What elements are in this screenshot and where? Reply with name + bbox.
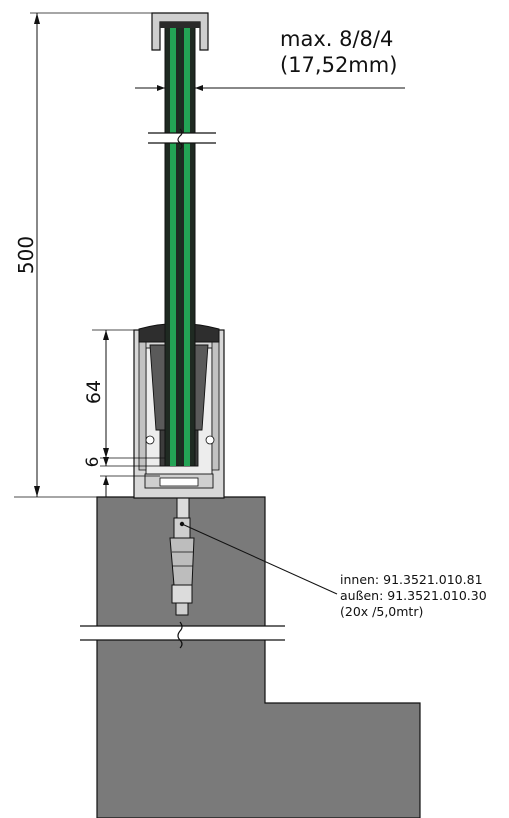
anchor-part-inner: innen: 91.3521.010.81 — [340, 572, 483, 587]
glass-thickness-line1: max. 8/8/4 — [280, 27, 394, 51]
anchor-part-outer: außen: 91.3521.010.30 — [340, 588, 487, 603]
profile-height-label: 64 — [83, 380, 105, 404]
anchor-part-label: innen: 91.3521.010.81 außen: 91.3521.010… — [340, 572, 487, 620]
anchor-leader-line — [179, 521, 338, 595]
base-offset-label: 6 — [83, 457, 103, 468]
glass-thickness-line2: (17,52mm) — [280, 53, 398, 77]
glass-thickness-dimension — [135, 55, 405, 100]
concrete-slab — [96, 496, 421, 818]
anchor-part-pack: (20x /5,0mtr) — [340, 604, 424, 619]
glass-thickness-label: max. 8/8/4 (17,52mm) — [280, 26, 397, 78]
glass-break-mark — [148, 128, 216, 150]
slab-break-mark — [80, 621, 285, 649]
top-edge-cap — [151, 12, 209, 51]
glass-pane — [164, 19, 196, 467]
total-height-dimension — [14, 12, 152, 498]
base-offset-dimension — [100, 440, 165, 497]
height-total-label: 500 — [14, 236, 38, 274]
